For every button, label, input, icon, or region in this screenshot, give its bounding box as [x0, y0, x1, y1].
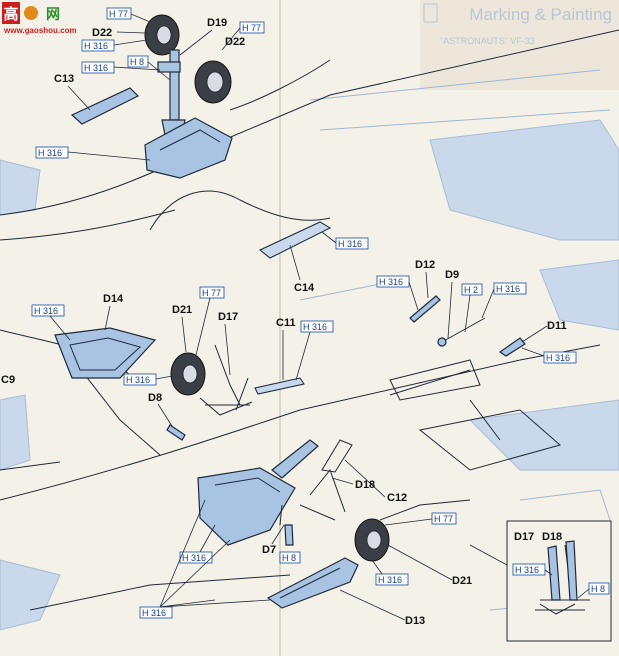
code-h316-h: H 316	[34, 306, 58, 316]
label-c11: C11	[276, 317, 296, 329]
code-h316-d: H 316	[338, 239, 362, 249]
label-d8: D8	[148, 392, 162, 404]
label-c12: C12	[387, 492, 407, 504]
label-d12: D12	[415, 259, 435, 271]
label-d14: D14	[103, 293, 124, 305]
code-h8-c: H 8	[591, 584, 605, 594]
code-h77-d: H 77	[434, 514, 453, 524]
code-h8-a: H 8	[130, 57, 144, 67]
part-d17	[199, 344, 253, 416]
label-inset-d17: D17	[514, 531, 534, 543]
code-h77-a: H 77	[109, 9, 128, 19]
label-d13: D13	[405, 615, 425, 627]
code-h77-b: H 77	[242, 23, 261, 33]
part-c11	[254, 377, 305, 395]
part-d18	[299, 468, 346, 521]
watermark-url: www.gaoshou.com	[3, 26, 77, 35]
wheel-d21-bottom	[354, 518, 390, 562]
label-c14: C14	[294, 282, 315, 294]
code-h316-l: H 316	[182, 553, 206, 563]
ghost-tag: "ASTRONAUTS" VF-33	[440, 36, 535, 46]
part-d11	[498, 337, 526, 357]
code-h316-b: H 316	[84, 63, 108, 73]
wheel-d21-top	[170, 352, 206, 396]
part-d8	[166, 424, 186, 441]
label-c9: C9	[1, 374, 15, 386]
ghost-title: Marking & Painting	[469, 5, 612, 24]
part-c13	[70, 87, 140, 125]
code-h316-f: H 316	[496, 284, 520, 294]
code-h316-i: H 316	[126, 375, 150, 385]
part-d9	[437, 317, 486, 347]
label-d22-right: D22	[225, 36, 245, 48]
part-d13	[266, 557, 359, 609]
label-d22-top: D22	[92, 27, 112, 39]
part-d12	[409, 295, 441, 323]
code-h2: H 2	[464, 285, 478, 295]
code-h316-c: H 316	[38, 148, 62, 158]
part-c12	[271, 439, 353, 479]
code-h77-c: H 77	[202, 288, 221, 298]
watermark-logo: 高 网 www.gaoshou.com	[2, 2, 77, 35]
code-h316-a: H 316	[84, 41, 108, 51]
label-c13: C13	[54, 73, 74, 85]
strut-d19	[157, 49, 186, 136]
label-d17: D17	[218, 311, 238, 323]
wheel-d22-right	[194, 60, 232, 104]
label-d7: D7	[262, 544, 276, 556]
label-d19: D19	[207, 17, 227, 29]
part-d14	[54, 327, 157, 379]
watermark-glyph: 高	[3, 5, 18, 23]
lower-wheel-bay	[197, 467, 296, 546]
label-inset-d18: D18	[542, 531, 562, 543]
code-h316-k: H 316	[378, 575, 402, 585]
code-h8-b: H 8	[282, 553, 296, 563]
part-c14	[259, 221, 332, 259]
code-h316-g: H 316	[546, 353, 570, 363]
inset-detail-box	[469, 520, 612, 642]
code-h316-m: H 316	[142, 608, 166, 618]
watermark-text: 网	[46, 6, 60, 22]
label-d21-top: D21	[172, 304, 192, 316]
wheel-d22-top	[144, 14, 180, 56]
label-d18: D18	[355, 479, 375, 491]
watermark-dot	[24, 6, 38, 20]
label-d11: D11	[547, 320, 567, 332]
code-h316-n: H 316	[515, 565, 539, 575]
part-d7	[279, 504, 294, 546]
watermark-badge	[2, 2, 20, 24]
background-ghost-print: Marking & Painting "ASTRONAUTS" VF-33	[0, 0, 619, 631]
label-d21-bottom: D21	[452, 575, 472, 587]
code-h316-j: H 316	[303, 322, 327, 332]
wheel-bay	[144, 117, 233, 179]
label-d9: D9	[445, 269, 459, 281]
code-h316-e: H 316	[379, 277, 403, 287]
